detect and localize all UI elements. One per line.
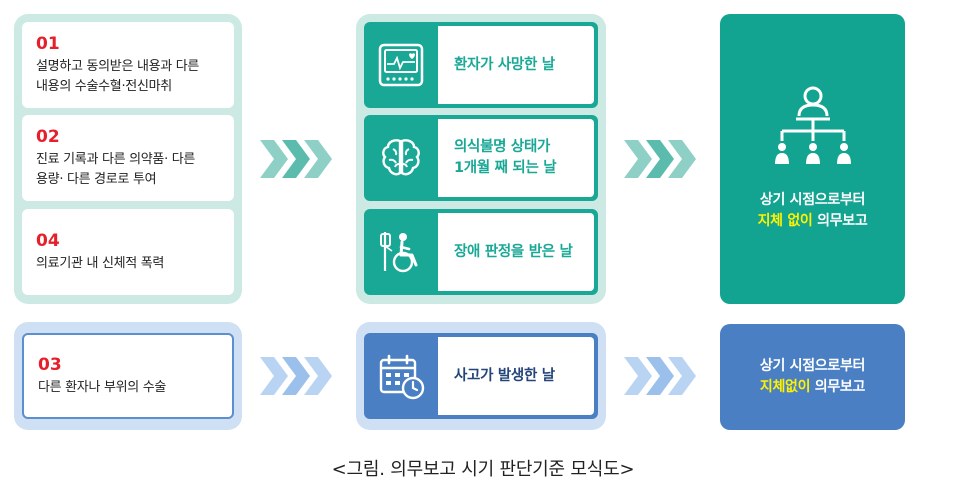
- event-unconscious: 의식불명 상태가 1개월 째 되는 날: [364, 115, 598, 201]
- case-text: 진료 기록과 다른 의약품· 다른: [36, 151, 196, 167]
- case-text: 용량· 다른 경로로 투여: [36, 171, 157, 187]
- case-text: 의료기관 내 신체적 폭력: [36, 255, 165, 271]
- org-chart-icon: [774, 86, 851, 164]
- event-text: 의식불명 상태가 1개월 째 되는 날: [438, 119, 594, 197]
- chevron-arrows-icon: [260, 140, 332, 178]
- case-number: 02: [36, 126, 60, 147]
- case-text: 다른 환자나 부위의 수술: [38, 379, 167, 395]
- calendar-icon: [364, 333, 438, 419]
- chevron-arrows-icon: [624, 357, 696, 395]
- event-label: 1개월 째 되는 날: [454, 160, 557, 176]
- case-number: 04: [36, 230, 60, 251]
- result-report-bottom: 상기 시점으로부터 지체없이 의무보고: [720, 324, 905, 430]
- event-disability: 장애 판정을 받은 날: [364, 209, 598, 295]
- case-number: 01: [36, 33, 60, 54]
- event-label: 사고가 발생한 날: [454, 367, 555, 384]
- event-accident: 사고가 발생한 날: [364, 333, 598, 419]
- result-line: 상기 시점으로부터: [759, 192, 866, 208]
- event-label: 장애 판정을 받은 날: [454, 243, 573, 260]
- case-card-03: 03 다른 환자나 부위의 수술: [22, 333, 234, 419]
- case-text: 내용의 수술수혈·전신마취: [36, 78, 172, 94]
- result-line: 지체 없이 의무보고: [758, 211, 868, 232]
- wheelchair-icon: [364, 209, 438, 295]
- event-text: 사고가 발생한 날: [438, 337, 594, 415]
- brain-icon: [364, 115, 438, 201]
- case-text: 설명하고 동의받은 내용과 다른: [36, 58, 200, 74]
- chevron-arrows-icon: [624, 140, 696, 178]
- event-label: 의식불명 상태가: [454, 139, 551, 155]
- case-number: 03: [38, 354, 62, 375]
- case-card-04: 04 의료기관 내 신체적 폭력: [22, 209, 234, 295]
- case-card-02: 02 진료 기록과 다른 의약품· 다른 용량· 다른 경로로 투여: [22, 115, 234, 201]
- result-report-top: 상기 시점으로부터 지체 없이 의무보고: [720, 14, 905, 304]
- event-text: 환자가 사망한 날: [438, 26, 594, 104]
- monitor-icon: [364, 22, 438, 108]
- result-rest: 의무보고: [810, 379, 866, 395]
- result-line: 상기 시점으로부터: [759, 358, 866, 374]
- result-highlight: 지체없이: [759, 379, 811, 395]
- event-text: 장애 판정을 받은 날: [438, 213, 594, 291]
- event-patient-death: 환자가 사망한 날: [364, 22, 598, 108]
- event-label: 환자가 사망한 날: [454, 56, 555, 73]
- result-rest: 의무보고: [812, 213, 868, 229]
- chevron-arrows-icon: [260, 357, 332, 395]
- figure-caption: <그림. 의무보고 시기 판단기준 모식도>: [331, 459, 635, 480]
- case-card-01: 01 설명하고 동의받은 내용과 다른 내용의 수술수혈·전신마취: [22, 22, 234, 108]
- result-highlight: 지체 없이: [757, 213, 813, 229]
- result-line: 지체없이 의무보고: [759, 377, 866, 398]
